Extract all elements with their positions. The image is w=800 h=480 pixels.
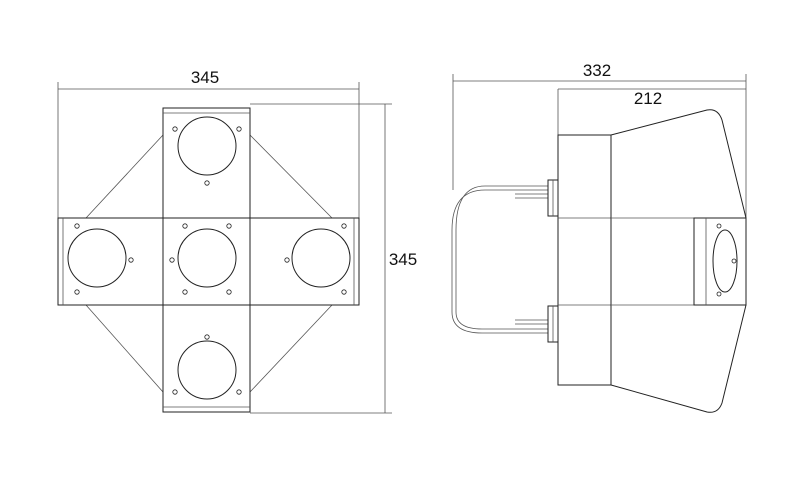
front-height-label: 345 bbox=[389, 250, 417, 269]
side-yoke-bracket bbox=[451, 179, 559, 343]
front-screws bbox=[74, 126, 347, 395]
lens-right bbox=[291, 228, 351, 288]
side-overall-label: 332 bbox=[583, 61, 611, 80]
side-overall-dimension: 332 bbox=[452, 61, 747, 220]
side-lens bbox=[712, 229, 738, 293]
side-view: 332 212 bbox=[451, 61, 747, 413]
front-lenses bbox=[67, 116, 351, 400]
side-head-label: 212 bbox=[634, 89, 662, 108]
front-view: 345 345 bbox=[57, 68, 417, 414]
front-width-dimension: 345 bbox=[57, 68, 360, 220]
side-lens-module bbox=[693, 217, 747, 306]
front-height-dimension: 345 bbox=[250, 103, 417, 414]
lens-top bbox=[177, 116, 237, 176]
lens-bottom bbox=[177, 340, 237, 400]
side-housing bbox=[557, 134, 612, 386]
front-width-label: 345 bbox=[191, 68, 219, 87]
lens-center bbox=[177, 228, 237, 288]
lens-left bbox=[67, 228, 127, 288]
front-frame-diagonals bbox=[85, 134, 333, 393]
side-head-dimension: 212 bbox=[557, 88, 746, 135]
